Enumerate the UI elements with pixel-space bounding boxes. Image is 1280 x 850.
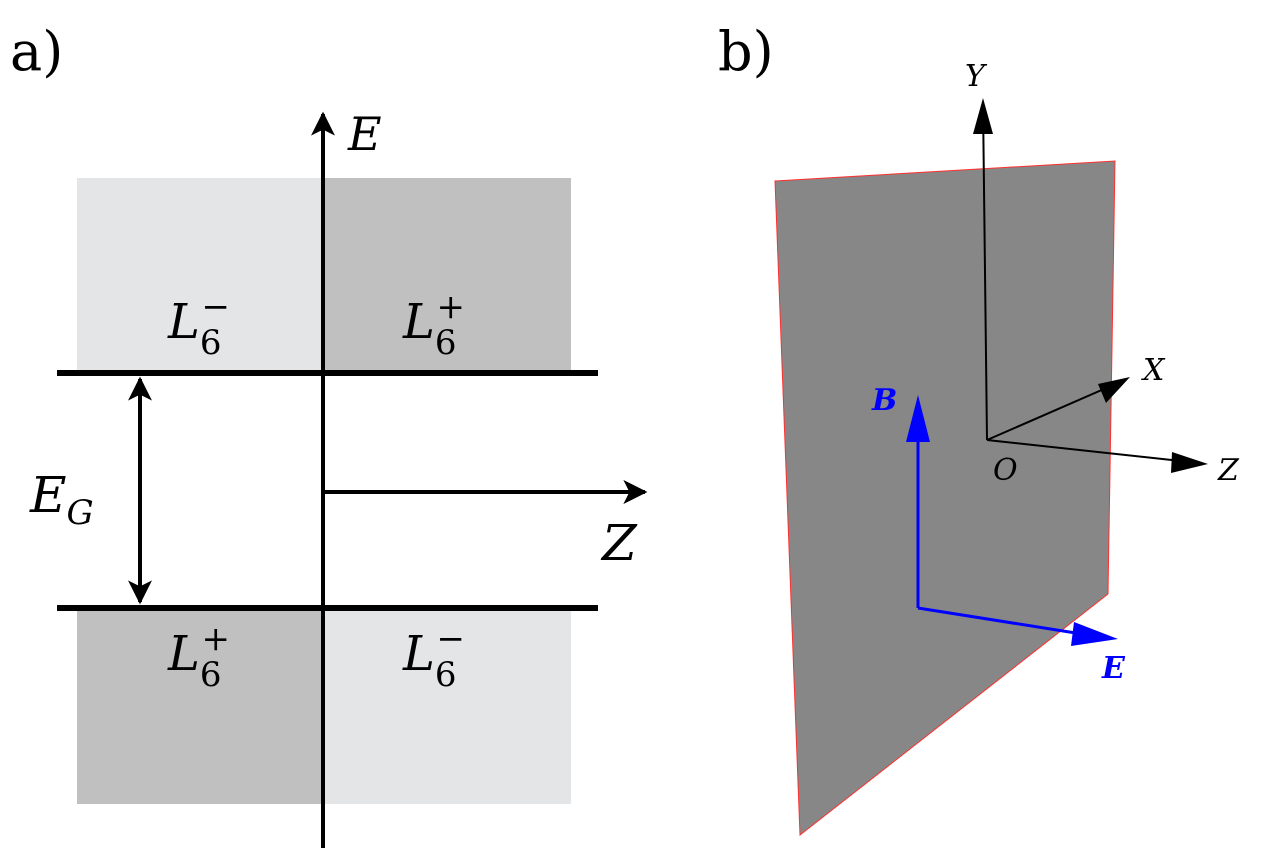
z-axis-3d-label: Z	[1217, 453, 1240, 488]
band-lower-right	[323, 608, 571, 804]
sample-plane	[774, 160, 1116, 836]
e-vector-arrowhead	[1071, 622, 1118, 646]
band-label-lower-left: L6+	[167, 619, 230, 695]
origin-label: O	[993, 453, 1018, 488]
band-lower-left	[77, 608, 323, 804]
z-axis-3d	[986, 439, 1191, 463]
energy-axis-label: E	[347, 107, 382, 161]
band-label-lower-right: L6−	[402, 619, 465, 695]
b-vector-arrowhead	[906, 395, 930, 442]
e-vector-label: E	[1101, 651, 1126, 686]
band-upper-right	[323, 178, 571, 372]
band-upper-left	[77, 178, 323, 372]
z-axis-3d-arrowhead	[1171, 452, 1208, 473]
panel-b: b) Y X Z O B E	[718, 20, 1240, 836]
z-axis-label: Z	[600, 514, 638, 572]
band-label-upper-left: L6−	[167, 287, 230, 363]
x-axis-label: X	[1141, 353, 1166, 388]
panel-b-label: b)	[718, 20, 774, 83]
y-axis-label: Y	[965, 59, 988, 94]
y-axis	[982, 103, 988, 441]
panel-a-label: a)	[10, 20, 63, 83]
gap-label: EG	[29, 466, 94, 533]
y-axis-arrowhead	[973, 98, 993, 134]
e-vector	[917, 606, 1083, 636]
x-axis-arrowhead	[1098, 377, 1130, 403]
panel-a: a) E Z EG L6− L6+ L6+ L6−	[10, 20, 648, 848]
x-axis	[986, 381, 1121, 441]
b-vector-label: B	[871, 383, 897, 418]
band-label-upper-right: L6+	[402, 287, 465, 363]
